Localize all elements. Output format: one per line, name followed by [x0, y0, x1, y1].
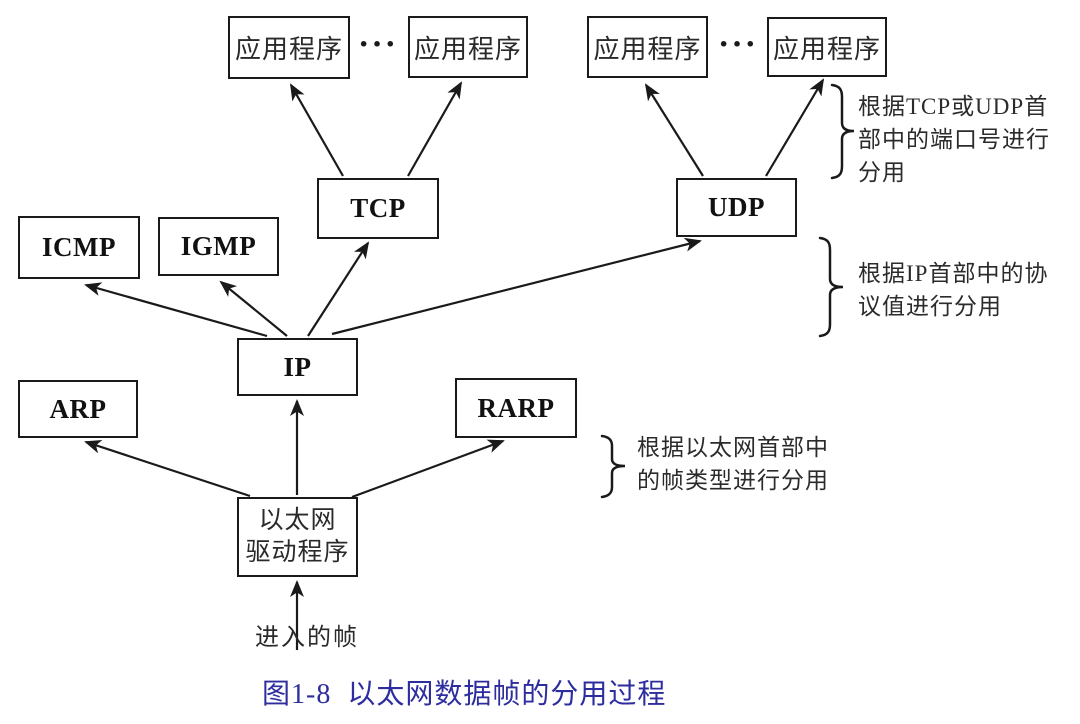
- arrow-tcp-to-app1: [290, 83, 344, 177]
- node-tcp-label: TCP: [350, 193, 406, 223]
- node-tcp: TCP: [317, 178, 439, 239]
- node-application-1: 应用程序: [228, 16, 350, 79]
- brace-frame-type: [600, 434, 626, 499]
- node-udp: UDP: [676, 178, 797, 237]
- node-application-3: 应用程序: [587, 16, 708, 78]
- annotation-protocol-demux-line1: 根据IP首部中的协: [858, 261, 1049, 286]
- ellipsis-left: ···: [357, 26, 399, 63]
- node-rarp-label: RARP: [477, 392, 555, 423]
- arrow-ip-to-udp: [331, 237, 702, 336]
- annotation-port-demux-line2: 部中的端口号进行: [858, 127, 1050, 152]
- annotation-frame-type-demux-line2: 的帧类型进行分用: [637, 468, 829, 493]
- ellipsis-right: ···: [717, 26, 759, 63]
- annotation-frame-type-demux: 根据以太网首部中 的帧类型进行分用: [637, 431, 829, 497]
- node-application-1-label: 应用程序: [234, 35, 343, 64]
- node-icmp-label: ICMP: [42, 232, 116, 262]
- node-application-4: 应用程序: [767, 17, 887, 77]
- arrow-udp-to-app4: [765, 78, 825, 177]
- incoming-frame-label: 进入的帧: [255, 625, 359, 651]
- arrow-ip-to-icmp: [84, 282, 268, 338]
- arrow-ip-to-igmp: [219, 280, 288, 337]
- node-application-3-label: 应用程序: [593, 34, 702, 64]
- arrow-eth-to-arp: [84, 440, 251, 498]
- arrow-tcp-to-app2: [407, 81, 462, 177]
- node-udp-label: UDP: [708, 192, 765, 222]
- figure-caption: 图1-8 以太网数据帧的分用过程: [262, 679, 667, 710]
- brace-protocol: [818, 236, 844, 338]
- annotation-port-demux: 根据TCP或UDP首 部中的端口号进行 分用: [858, 90, 1050, 189]
- node-ethernet-driver-label-line1: 以太网: [258, 507, 337, 534]
- node-ethernet-driver: 以太网 驱动程序: [237, 497, 358, 577]
- arrow-eth-to-rarp: [351, 439, 505, 499]
- node-ethernet-driver-label-line2: 驱动程序: [245, 539, 350, 566]
- node-arp-label: ARP: [49, 393, 107, 424]
- arrow-ip-to-tcp: [307, 241, 370, 337]
- annotation-frame-type-demux-line1: 根据以太网首部中: [637, 435, 829, 460]
- node-icmp: ICMP: [18, 216, 140, 279]
- annotation-protocol-demux-line2: 议值进行分用: [858, 294, 1002, 319]
- node-igmp-label: IGMP: [180, 231, 257, 261]
- brace-ports: [830, 83, 855, 180]
- node-arp: ARP: [18, 380, 138, 438]
- node-application-2: 应用程序: [408, 16, 528, 78]
- node-ip-label: IP: [283, 351, 312, 382]
- node-application-2-label: 应用程序: [413, 34, 522, 64]
- node-rarp: RARP: [455, 378, 577, 438]
- annotation-port-demux-line3: 分用: [858, 160, 906, 185]
- annotation-protocol-demux: 根据IP首部中的协 议值进行分用: [858, 257, 1048, 323]
- node-application-4-label: 应用程序: [772, 34, 881, 64]
- node-igmp: IGMP: [158, 217, 279, 276]
- node-ip: IP: [237, 338, 358, 396]
- annotation-port-demux-line1: 根据TCP或UDP首: [858, 94, 1049, 119]
- arrow-udp-to-app3: [644, 83, 704, 177]
